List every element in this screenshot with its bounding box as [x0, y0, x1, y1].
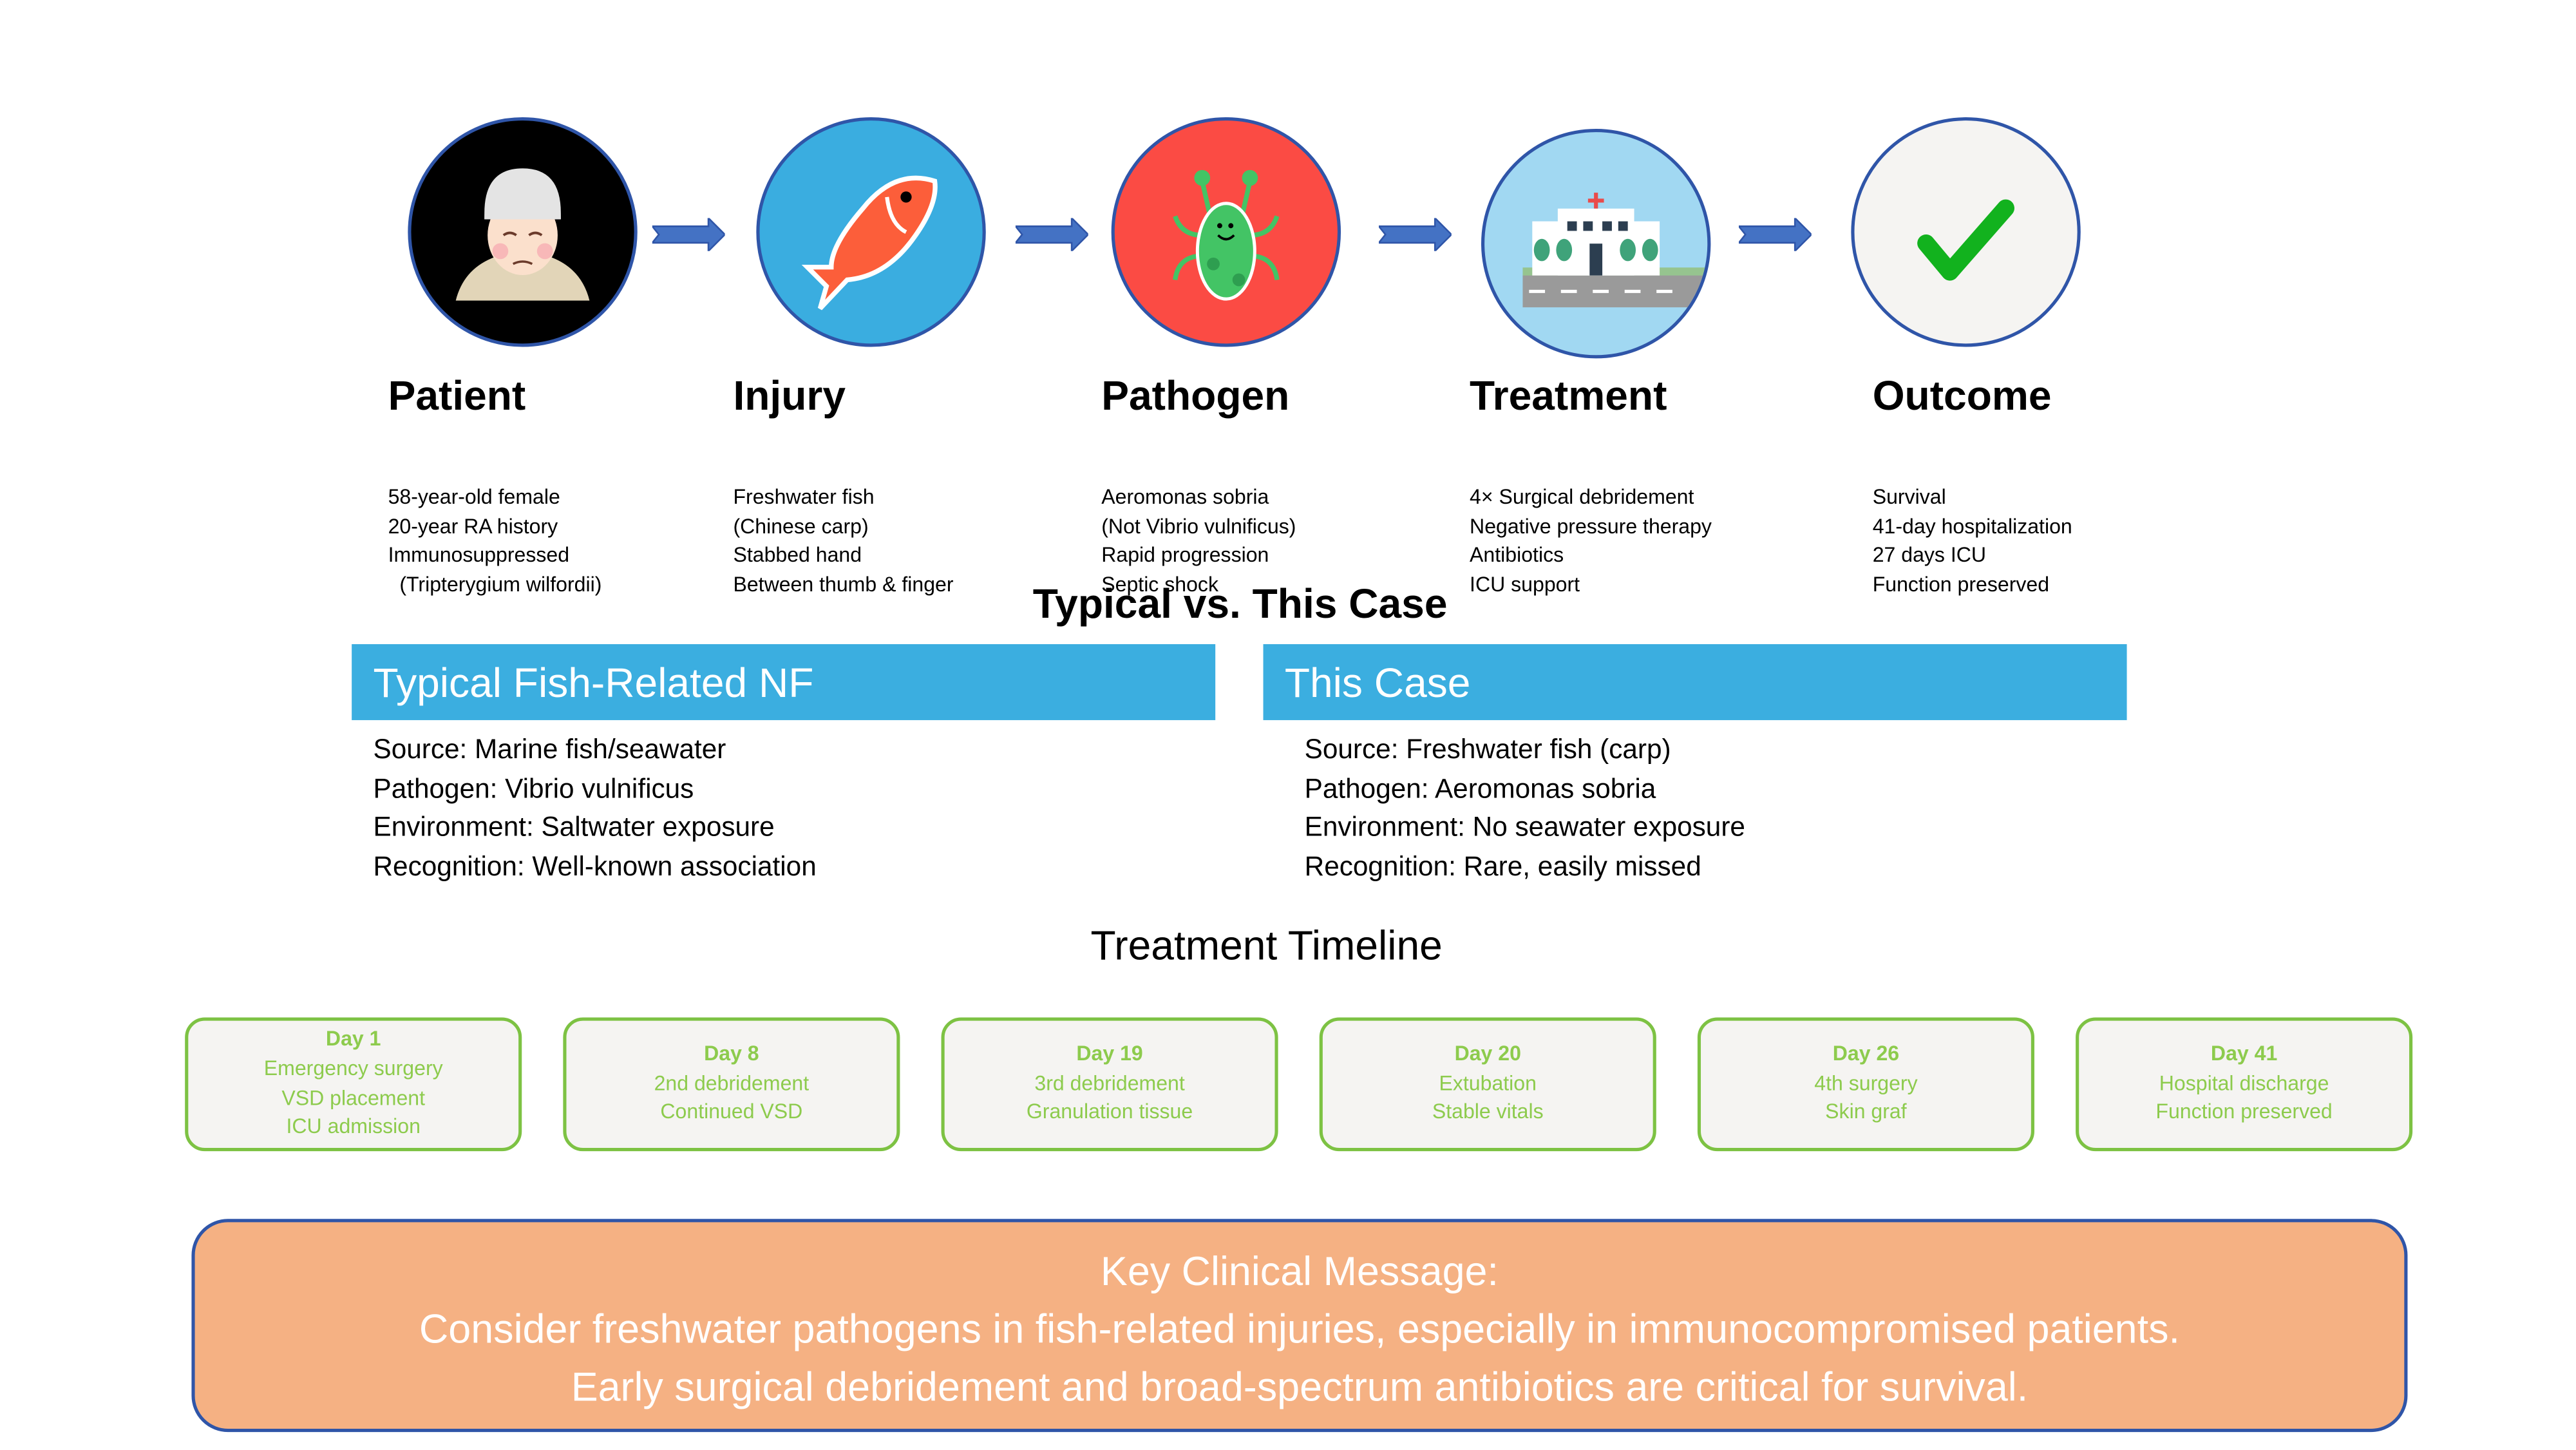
arrow-right-icon — [1738, 218, 1812, 251]
timeline-line: Extubation — [1439, 1071, 1537, 1095]
detail-line: Between thumb & finger — [733, 573, 954, 596]
detail-line: Aeromonas sobria — [1101, 486, 1269, 510]
detail-line: Septic shock — [1101, 573, 1218, 596]
detail-line: Immunosuppressed — [388, 544, 570, 568]
detail-line: Negative pressure therapy — [1470, 515, 1712, 539]
detail-line: Source: Marine fish/seawater — [373, 735, 726, 765]
timeline-line: Function preserved — [2155, 1100, 2333, 1124]
fish-icon — [801, 175, 938, 310]
detail-line: 4× Surgical debridement — [1470, 486, 1694, 510]
treatment-circle — [1481, 128, 1711, 359]
message-line: Early surgical debridement and broad-spe… — [571, 1366, 2029, 1411]
timeline-line: ICU admission — [286, 1115, 421, 1138]
step-details-injury: Freshwater fish (Chinese carp) Stabbed han… — [733, 426, 953, 659]
timeline-line: VSD placement — [281, 1085, 426, 1109]
detail-line: 41-day hospitalization — [1872, 515, 2072, 539]
step-title-injury: Injury — [733, 373, 846, 420]
timeline-item: Day 8 2nd debridement Continued VSD — [563, 1017, 900, 1152]
timeline-line: Hospital discharge — [2159, 1071, 2329, 1095]
detail-line: Environment: No seawater exposure — [1304, 812, 1745, 843]
hospital-icon — [1522, 193, 1708, 308]
detail-line: 20-year RA history — [388, 515, 558, 539]
timeline-line: Emergency surgery — [263, 1056, 443, 1080]
bacteria-icon — [1173, 169, 1280, 301]
checkmark-icon — [1917, 199, 2014, 281]
detail-line: ICU support — [1470, 573, 1580, 596]
timeline-day: Day 19 — [1076, 1042, 1143, 1066]
detail-line: Survival — [1872, 486, 1946, 510]
detail-line: Freshwater fish — [733, 486, 875, 510]
detail-line: Pathogen: Aeromonas sobria — [1304, 774, 1656, 804]
step-details-outcome: Survival 41-day hospitalization 27 days IC… — [1873, 426, 2072, 659]
this-case-header: This Case — [1263, 644, 2127, 720]
timeline-day: Day 8 — [704, 1042, 759, 1066]
detail-line: Antibiotics — [1470, 544, 1564, 568]
timeline-item: Day 41 Hospital discharge Function prese… — [2076, 1017, 2413, 1152]
detail-line: (Chinese carp) — [733, 515, 869, 539]
detail-line: Pathogen: Vibrio vulnificus — [373, 774, 694, 804]
detail-line: (Not Vibrio vulnificus) — [1101, 515, 1296, 539]
detail-line: 58-year-old female — [388, 486, 560, 510]
step-title-pathogen: Pathogen — [1101, 373, 1290, 420]
timeline-line: 2nd debridement — [654, 1071, 810, 1095]
pathogen-circle — [1111, 117, 1341, 347]
timeline-item: Day 1 Emergency surgery VSD placement IC… — [185, 1017, 522, 1152]
detail-line: Recognition: Well-known association — [373, 851, 817, 881]
comparison-title: Typical vs. This Case — [1032, 581, 1448, 628]
step-title-outcome: Outcome — [1872, 373, 2052, 420]
step-details-pathogen: Aeromonas sobria (Not Vibrio vulnificus) R… — [1101, 426, 1296, 659]
detail-line: 27 days ICU — [1872, 544, 1987, 568]
detail-line: Function preserved — [1872, 573, 2050, 596]
step-title-treatment: Treatment — [1470, 373, 1667, 420]
arrow-right-icon — [1015, 218, 1088, 251]
detail-line: Stabbed hand — [733, 544, 862, 568]
this-case-details: Source: Freshwater fish (carp) Pathogen: … — [1305, 732, 1745, 887]
timeline-item: Day 19 3rd debridement Granulation tissu… — [941, 1017, 1278, 1152]
timeline-line: Continued VSD — [660, 1100, 803, 1124]
timeline-title: Treatment Timeline — [1090, 923, 1443, 970]
detail-line: (Tripterygium wilfordii) — [388, 573, 602, 596]
arrow-right-icon — [652, 218, 725, 251]
timeline-day: Day 20 — [1454, 1042, 1521, 1066]
message-line: Consider freshwater pathogens in fish-re… — [419, 1308, 2180, 1353]
outcome-circle — [1851, 117, 2081, 347]
arrow-right-icon — [1379, 218, 1452, 251]
timeline-line: 4th surgery — [1814, 1071, 1918, 1095]
timeline-line: 3rd debridement — [1034, 1071, 1185, 1095]
detail-line: Recognition: Rare, easily missed — [1304, 851, 1701, 881]
timeline-item: Day 26 4th surgery Skin graf — [1697, 1017, 2034, 1152]
timeline-day: Day 1 — [325, 1027, 381, 1051]
elderly-woman-icon — [455, 168, 590, 301]
timeline-day: Day 41 — [2210, 1042, 2278, 1066]
timeline-day: Day 26 — [1832, 1042, 1900, 1066]
timeline-line: Granulation tissue — [1026, 1100, 1193, 1124]
timeline-item: Day 20 Extubation Stable vitals — [1319, 1017, 1656, 1152]
key-clinical-message: Key Clinical Message: Consider freshwate… — [191, 1219, 2408, 1433]
timeline-line: Skin graf — [1825, 1100, 1907, 1124]
detail-line: Rapid progression — [1101, 544, 1269, 568]
injury-circle — [756, 117, 986, 347]
patient-circle — [408, 117, 638, 347]
detail-line: Environment: Saltwater exposure — [373, 812, 775, 843]
step-title-patient: Patient — [388, 373, 526, 420]
message-heading: Key Clinical Message: — [1100, 1250, 1499, 1295]
typical-header: Typical Fish-Related NF — [352, 644, 1216, 720]
timeline-line: Stable vitals — [1432, 1100, 1544, 1124]
detail-line: Source: Freshwater fish (carp) — [1304, 735, 1671, 765]
